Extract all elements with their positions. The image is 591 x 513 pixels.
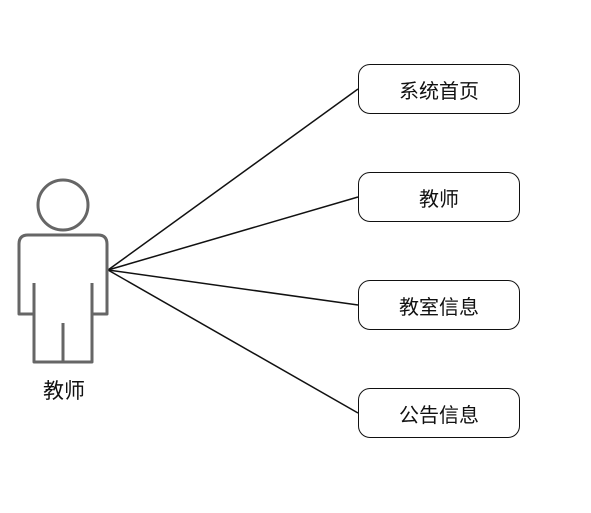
- association-line-0: [107, 88, 359, 271]
- use-case-system-home: 系统首页: [358, 64, 520, 114]
- use-case-teacher: 教师: [358, 172, 520, 222]
- use-case-announcement-info: 公告信息: [358, 388, 520, 438]
- use-case-classroom-info: 教室信息: [358, 280, 520, 330]
- actor-head: [36, 178, 90, 232]
- actor-body: [17, 233, 109, 364]
- association-line-2: [107, 269, 359, 306]
- actor-label: 教师: [43, 379, 85, 403]
- actor-figure-icon: [17, 178, 109, 364]
- association-line-1: [107, 196, 359, 271]
- association-line-3: [107, 269, 359, 414]
